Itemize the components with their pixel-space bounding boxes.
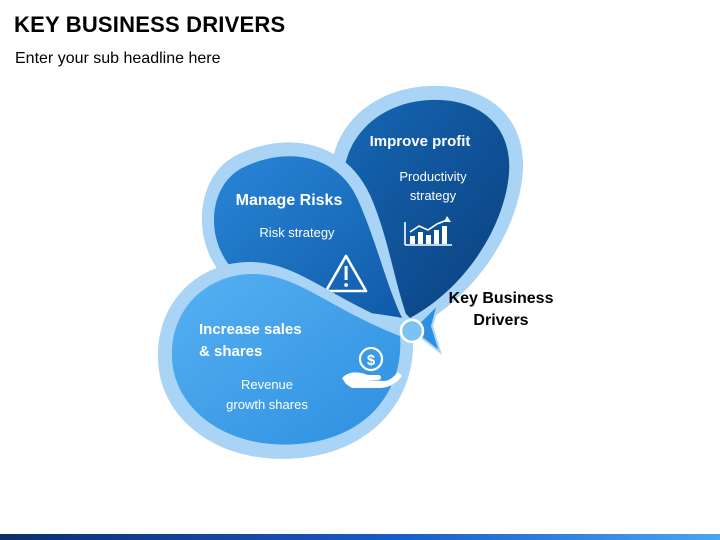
manage-risks-title: Manage Risks bbox=[236, 192, 343, 209]
center-pointer bbox=[399, 300, 442, 355]
center-node bbox=[399, 318, 425, 344]
increase-sales-desc-2: growth shares bbox=[226, 397, 308, 412]
page-title: KEY BUSINESS DRIVERS bbox=[14, 12, 286, 37]
improve-profit-desc-2: strategy bbox=[410, 188, 457, 203]
increase-sales-desc-1: Revenue bbox=[241, 377, 293, 392]
increase-sales-title-1: Increase sales bbox=[199, 321, 302, 338]
growth-chart-icon bbox=[404, 216, 452, 246]
improve-profit-title: Improve profit bbox=[370, 133, 471, 150]
warning-icon bbox=[324, 254, 368, 293]
page-subtitle: Enter your sub headline here bbox=[15, 50, 221, 67]
petal-increase-sales-fill bbox=[171, 274, 401, 445]
manage-risks-desc: Risk strategy bbox=[259, 225, 335, 240]
center-label: Key Business Drivers bbox=[437, 288, 565, 332]
center-label-line-2: Drivers bbox=[473, 312, 529, 329]
svg-text:$: $ bbox=[367, 352, 376, 369]
center-label-line-1: Key Business bbox=[448, 290, 554, 307]
improve-profit-desc-1: Productivity bbox=[399, 169, 467, 184]
petal-increase-sales: Increase sales & shares Revenue growth s… bbox=[157, 262, 414, 459]
dollar-hand-icon: $ bbox=[342, 346, 402, 388]
increase-sales-title-2: & shares bbox=[199, 343, 262, 360]
bottom-accent-bar bbox=[0, 534, 720, 540]
